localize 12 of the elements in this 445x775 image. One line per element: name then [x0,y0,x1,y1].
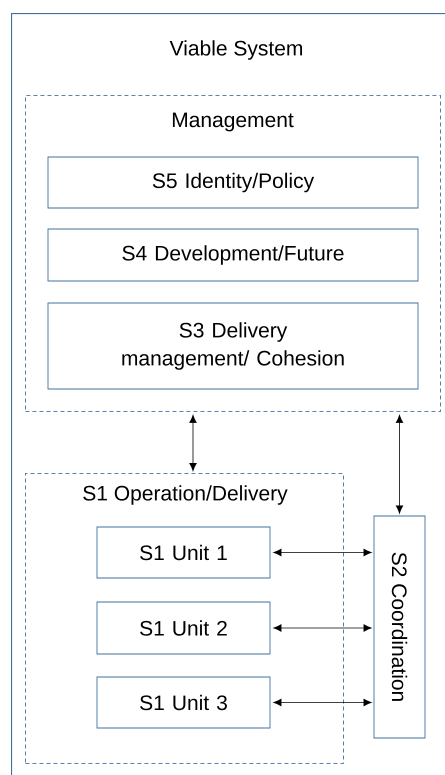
process-box: S3 Delivery management/ Cohesion [48,302,418,390]
process-box: S5 Identity/Policy [48,156,418,208]
process-box: S1 Unit 3 [96,676,270,728]
arrow [273,624,372,632]
process-box: S1 Unit 1 [96,526,270,578]
process-box: S4 Development/Future [48,228,418,282]
process-box: S2 Coordination [374,516,426,738]
arrow [273,698,372,706]
arrow [189,414,197,471]
process-box: S1 Unit 2 [96,602,270,654]
arrow [396,414,404,514]
arrow [273,548,372,556]
